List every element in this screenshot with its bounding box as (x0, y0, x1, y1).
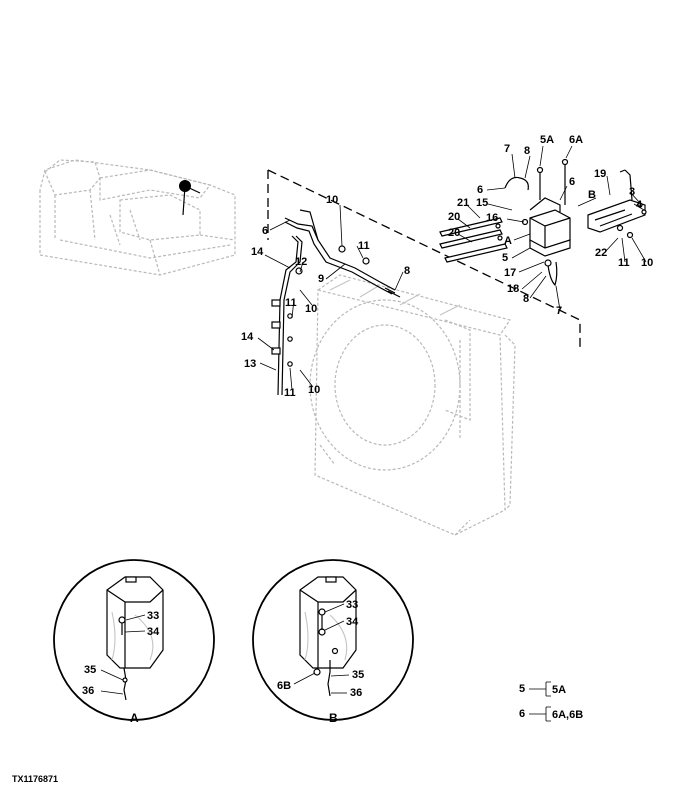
callout-9: 9 (318, 273, 324, 285)
callout-10-right: 10 (641, 257, 653, 269)
callout-7-lower: 7 (556, 305, 562, 317)
detail-b-callout-34: 34 (346, 616, 359, 628)
callout-11-mid: 11 (285, 297, 297, 309)
detail-b-label: B (329, 711, 338, 725)
callout-19: 19 (594, 168, 606, 180)
detail-a-callout-36: 36 (82, 685, 94, 697)
machine-overview (39, 159, 236, 276)
callout-3: 3 (629, 186, 635, 198)
callout-16: 16 (486, 212, 498, 224)
detail-a-callout-33: 33 (147, 610, 159, 622)
callout-11-top: 11 (358, 240, 370, 252)
radiator-ghost (309, 274, 516, 536)
detail-b-callout-35: 35 (352, 669, 364, 681)
callout-11-right: 11 (618, 257, 630, 269)
callout-14-top: 14 (251, 246, 264, 258)
callout-22: 22 (595, 247, 607, 259)
legend-key-6: 6 (519, 708, 525, 720)
detail-a-label: A (130, 711, 139, 725)
callout-10-mid: 10 (305, 303, 317, 315)
detail-b-callout-6b: 6B (277, 680, 291, 692)
callout-6a: 6A (569, 134, 583, 146)
callout-13: 13 (244, 358, 256, 370)
callout-7: 7 (504, 143, 510, 155)
detail-b-callout-36: 36 (350, 687, 362, 699)
callout-a: A (504, 235, 512, 247)
callout-10-top: 10 (326, 194, 338, 206)
callout-20-top: 20 (448, 211, 460, 223)
legend: 5 5A 6 6A,6B (519, 681, 583, 722)
callout-5: 5 (502, 252, 508, 264)
callout-11-lower: 11 (284, 387, 296, 399)
callout-17: 17 (504, 267, 516, 279)
detail-a-callout-35: 35 (84, 664, 96, 676)
detail-b-callout-33: 33 (346, 599, 358, 611)
leader-lines (257, 145, 647, 391)
legend-value-5a: 5A (552, 684, 566, 696)
detail-view-a: 33 34 35 36 A (53, 559, 215, 725)
callout-14-lower: 14 (241, 331, 254, 343)
callout-5a: 5A (540, 134, 554, 146)
callout-8-lower: 8 (523, 293, 529, 305)
callout-6-tank: 6 (569, 176, 575, 188)
callout-b: B (588, 189, 596, 201)
boundary-dash (267, 169, 581, 350)
callout-21: 21 (457, 197, 469, 209)
callout-20-bottom: 20 (448, 227, 460, 239)
main-callouts: 5A 6A 7 8 6 B 6 19 3 4 21 20 16 15 20 A … (241, 134, 653, 399)
callout-18: 18 (507, 283, 519, 295)
figure-id: TX1176871 (12, 774, 58, 784)
callout-10-lower: 10 (308, 384, 320, 396)
legend-value-6a-6b: 6A,6B (552, 709, 583, 721)
callout-4: 4 (636, 199, 643, 211)
legend-key-5: 5 (519, 683, 525, 695)
callout-6-tube: 6 (262, 225, 268, 237)
detail-a-callout-34: 34 (147, 626, 160, 638)
callout-12: 12 (295, 256, 307, 268)
detail-view-b: 33 34 6B 35 36 B (252, 559, 414, 725)
callout-8-tube: 8 (404, 265, 410, 277)
callout-8: 8 (524, 145, 530, 157)
reservoir-assembly (439, 158, 647, 287)
callout-6: 6 (477, 184, 483, 196)
callout-15: 15 (476, 197, 488, 209)
